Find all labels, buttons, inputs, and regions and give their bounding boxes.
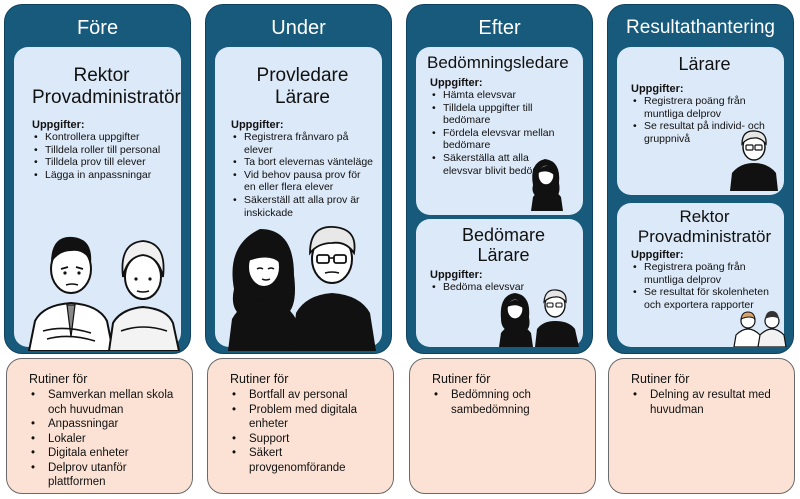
task-list: Registrera poäng från muntliga delprov S… — [631, 95, 781, 145]
role-line: Bedömningsledare — [427, 53, 569, 72]
task-item: Lägga in anpassningar — [32, 169, 171, 182]
role-title: Rektor Provadministratör — [32, 65, 181, 109]
task-list: Hämta elevsvar Tilldela uppgifter till b… — [430, 89, 566, 177]
routine-item: Samverkan mellan skola och huvudman — [29, 388, 174, 417]
task-list: Registrera poäng från muntliga delprov S… — [631, 261, 784, 311]
routine-heading: Rutiner för — [631, 372, 690, 386]
tasks-heading: Uppgifter: — [430, 77, 483, 89]
routine-box-resultathantering: Rutiner för Delning av resultat med huvu… — [608, 358, 795, 494]
task-list: Bedöma elevsvar — [430, 281, 577, 294]
tasks-heading: Uppgifter: — [32, 119, 85, 131]
column-title: Resultathantering — [626, 17, 775, 38]
task-item: Se resultat på individ- och gruppnivå — [631, 120, 781, 145]
task-item: Kontrollera uppgifter — [32, 131, 171, 144]
task-item: Tilldela roller till personal — [32, 144, 171, 157]
column-title: Före — [76, 17, 119, 39]
role-title: Lärare — [631, 53, 778, 75]
routine-item: Lokaler — [29, 432, 174, 447]
role-line: Provledare — [256, 65, 349, 86]
two-principals-illustration — [733, 311, 787, 347]
task-item: Säkerställ att alla prov är inskickade — [231, 194, 374, 219]
role-panel-rektor: Rektor Provadministratör Uppgifter: Kont… — [14, 47, 181, 347]
task-list: Kontrollera uppgifter Tilldela roller ti… — [32, 131, 171, 181]
role-line: Bedömare — [461, 225, 546, 245]
column-efter: Efter Bedömningsledare Uppgifter: Hämta … — [406, 4, 593, 354]
routine-list: Bortfall av personal Problem med digital… — [230, 388, 375, 475]
tasks-heading: Uppgifter: — [631, 249, 684, 261]
role-line: Provadministratör — [32, 87, 181, 108]
woman-illustration — [531, 159, 563, 211]
role-line: Rektor — [679, 207, 730, 226]
routine-heading: Rutiner för — [230, 372, 289, 386]
task-item: Vid behov pausa prov för en eller flera … — [231, 169, 374, 194]
column-fore: Före Rektor Provadministratör Uppgifter:… — [4, 4, 191, 354]
task-item: Tilldela uppgifter till bedömare — [430, 102, 566, 127]
routine-item: Bortfall av personal — [230, 388, 375, 403]
task-item: Hämta elevsvar — [430, 89, 566, 102]
routine-heading: Rutiner för — [432, 372, 491, 386]
role-title: Rektor Provadministratör — [631, 207, 778, 247]
role-panel-rektor-resultat: Rektor Provadministratör Uppgifter: Regi… — [617, 203, 784, 347]
routine-item: Säkert provgenomförande — [230, 446, 375, 475]
routine-item: Delning av resultat med huvudman — [631, 388, 776, 417]
routine-item: Problem med digitala enheter — [230, 403, 375, 432]
task-item: Tilldela prov till elever — [32, 156, 171, 169]
routine-item: Digitala enheter — [29, 446, 174, 461]
task-list: Registrera frånvaro på elever Ta bort el… — [231, 131, 374, 219]
column-resultathantering: Resultathantering Lärare Uppgifter: Regi… — [607, 4, 794, 354]
tasks-heading: Uppgifter: — [430, 269, 483, 281]
role-title: Bedömningsledare — [427, 53, 577, 73]
task-item: Bedöma elevsvar — [430, 281, 577, 294]
routine-box-fore: Rutiner för Samverkan mellan skola och h… — [6, 358, 193, 494]
role-line: Provadministratör — [637, 227, 772, 246]
routine-item: Delprov utanför plattformen — [29, 461, 174, 490]
routine-item: Anpassningar — [29, 417, 174, 432]
role-title: Bedömare Lärare — [430, 225, 577, 265]
routine-list: Delning av resultat med huvudman — [631, 388, 776, 417]
tasks-heading: Uppgifter: — [231, 119, 284, 131]
task-item: Registrera poäng från muntliga delprov — [631, 261, 784, 286]
routine-item: Bedömning och sambedömning — [432, 388, 577, 417]
routine-item: Support — [230, 432, 375, 447]
column-under: Under Provledare Lärare Uppgifter: Regis… — [205, 4, 392, 354]
role-line: Lärare — [477, 245, 530, 265]
two-teachers-illustration — [228, 226, 376, 351]
routine-box-under: Rutiner för Bortfall av personal Problem… — [207, 358, 394, 494]
role-line: Rektor — [73, 65, 130, 86]
role-line: Lärare — [275, 87, 330, 108]
task-item: Ta bort elevernas vänteläge — [231, 156, 374, 169]
task-item: Se resultat för skolenheten och exporter… — [631, 286, 784, 311]
two-assessors-illustration — [499, 289, 579, 347]
column-title: Efter — [478, 17, 521, 39]
task-item: Fördela elevsvar mellan bedömare — [430, 127, 566, 152]
routine-box-efter: Rutiner för Bedömning och sambedömning — [409, 358, 596, 494]
task-item: Registrera poäng från muntliga delprov — [631, 95, 781, 120]
routine-list: Samverkan mellan skola och huvudman Anpa… — [29, 388, 174, 490]
tasks-heading: Uppgifter: — [631, 83, 684, 95]
role-title: Provledare Lärare — [231, 65, 374, 109]
task-item: Registrera frånvaro på elever — [231, 131, 374, 156]
teacher-man-illustration — [730, 130, 778, 191]
routine-heading: Rutiner för — [29, 372, 88, 386]
role-line: Lärare — [678, 54, 731, 74]
two-staff-illustration — [27, 236, 181, 351]
task-item: Säkerställa att alla elevsvar blivit bed… — [430, 152, 566, 177]
routine-list: Bedömning och sambedömning — [432, 388, 577, 417]
column-title: Under — [271, 17, 326, 39]
